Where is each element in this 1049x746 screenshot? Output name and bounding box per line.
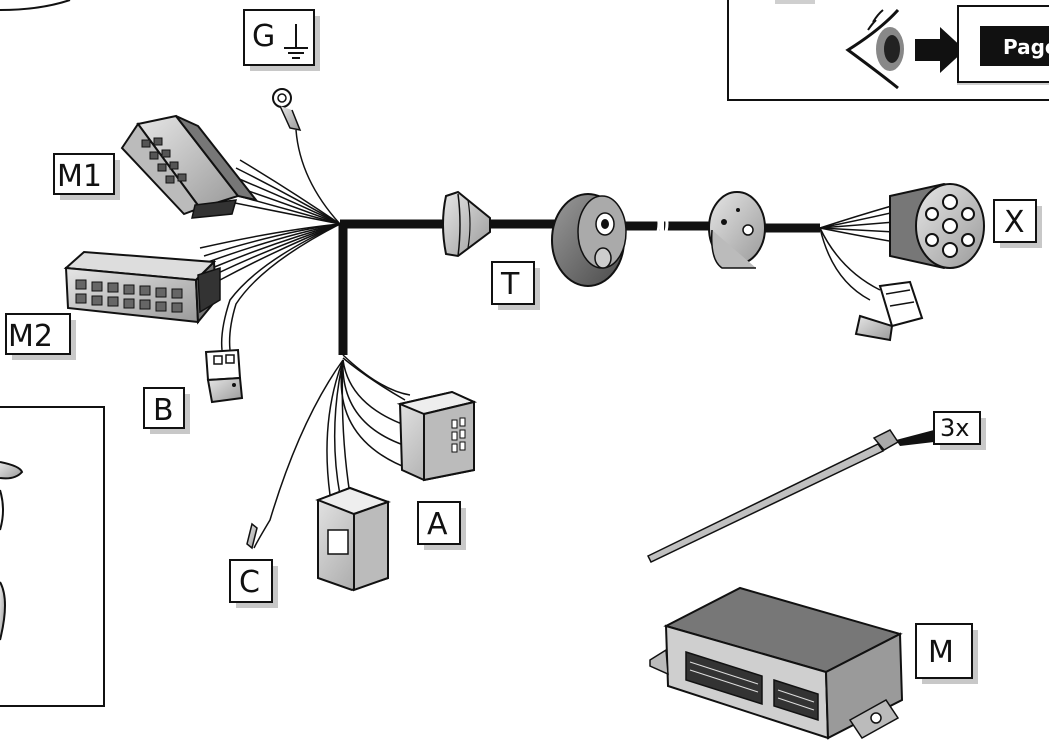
label-m2-box: M2	[5, 313, 76, 360]
label-3x-box: 3x	[933, 411, 986, 450]
label-t-box: T	[491, 261, 540, 310]
eye-icon	[845, 8, 904, 90]
socket-housing-large	[551, 193, 627, 287]
ground-symbol-icon	[284, 24, 308, 59]
b-connector	[204, 348, 244, 404]
t-grommet	[442, 190, 491, 258]
x-side-connector	[854, 280, 924, 342]
label-m: M	[928, 635, 954, 670]
reference-box: Page	[727, 0, 1049, 101]
x-connector	[889, 182, 985, 270]
page-badge-label: Page	[1003, 35, 1049, 59]
harness-wires-right	[819, 204, 896, 301]
a-connector-lower	[315, 486, 391, 592]
label-g: G	[252, 19, 275, 54]
label-x-box: X	[993, 199, 1042, 248]
label-m-box: M	[915, 623, 978, 684]
label-t: T	[500, 267, 520, 302]
a-connector-upper	[396, 390, 478, 482]
label-m2: M2	[8, 319, 53, 354]
label-m1-box: M1	[53, 153, 120, 200]
cable-tie	[646, 429, 934, 563]
label-b: B	[153, 393, 174, 428]
socket-plate	[708, 191, 766, 269]
left-detail-box	[0, 406, 105, 707]
m2-connector	[63, 250, 221, 325]
right-arrow-icon	[915, 27, 965, 73]
label-x: X	[1004, 205, 1025, 240]
label-3x: 3x	[940, 414, 969, 442]
label-b-box: B	[143, 387, 190, 434]
m1-connector	[120, 114, 259, 219]
label-c-box: C	[229, 559, 278, 608]
label-a: A	[427, 507, 448, 542]
c-pin	[246, 522, 258, 550]
page-badge	[980, 26, 1049, 66]
ground-ring-terminal	[272, 88, 302, 132]
label-g-box: G	[243, 9, 320, 71]
label-c: C	[239, 565, 260, 600]
control-module	[649, 586, 904, 740]
partial-circle-decoration	[0, 0, 71, 11]
label-a-box: A	[417, 501, 466, 550]
label-m1: M1	[57, 159, 102, 194]
